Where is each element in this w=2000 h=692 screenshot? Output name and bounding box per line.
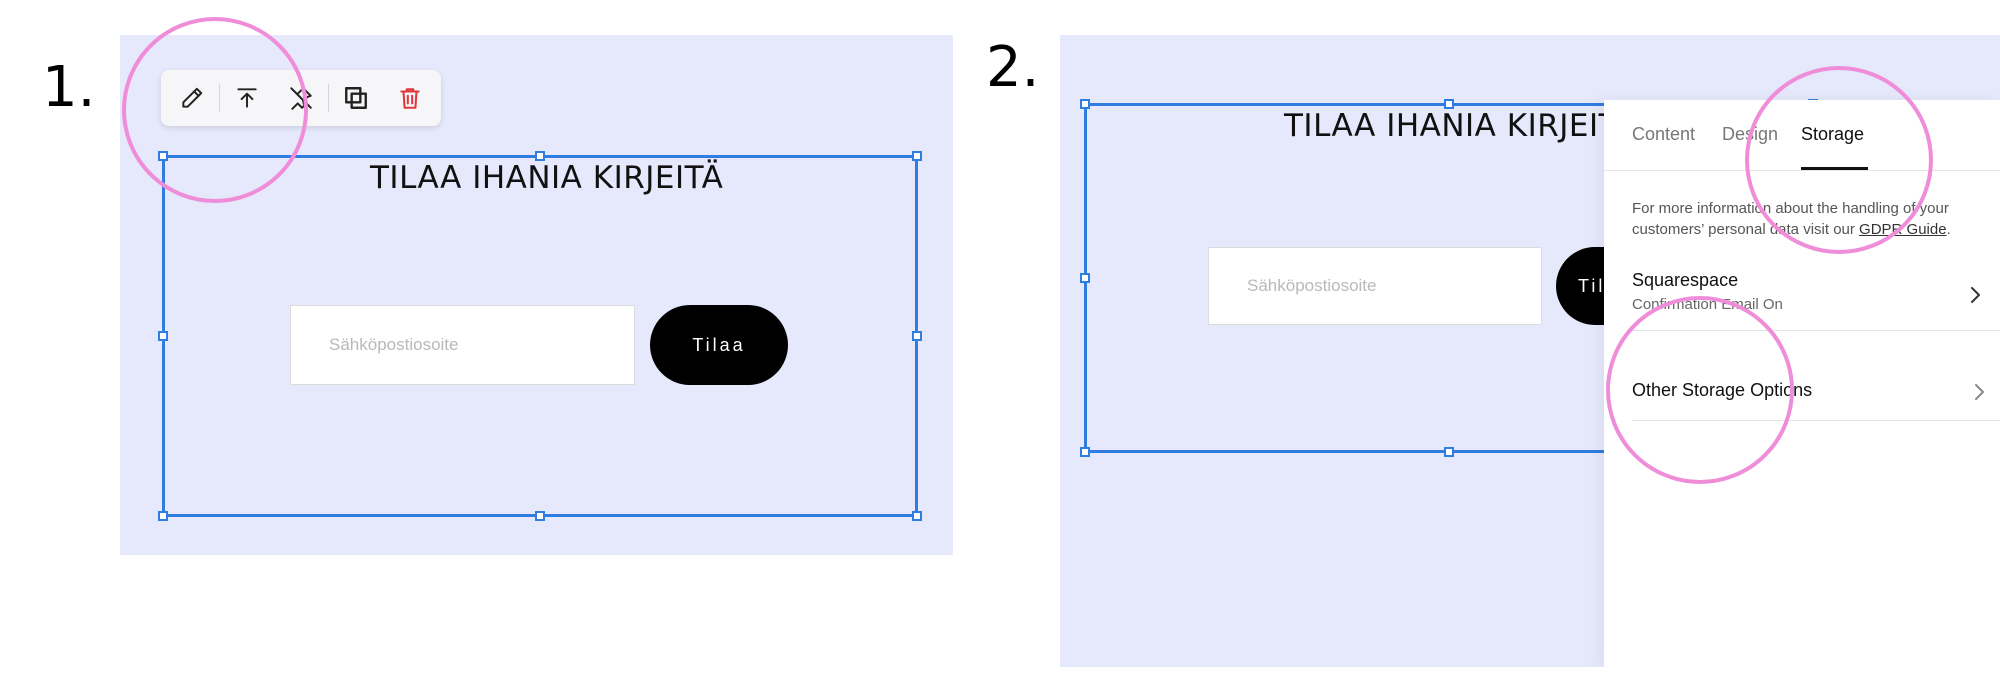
resize-handle[interactable]: [158, 151, 168, 161]
newsletter-title: TILAA IHANIA KIRJEITÄ: [1284, 108, 1638, 144]
gdpr-notice-text: For more information about the handling …: [1632, 200, 1949, 238]
duplicate-button[interactable]: [329, 71, 383, 125]
resize-handle[interactable]: [158, 331, 168, 341]
toolbar-divider: [328, 84, 329, 112]
storage-item-squarespace-title[interactable]: Squarespace: [1632, 270, 1739, 290]
chevron-right-icon[interactable]: [1968, 285, 1982, 305]
resize-handle[interactable]: [912, 151, 922, 161]
step-number-1: 1.: [42, 55, 96, 120]
storage-row-divider: [1632, 420, 2000, 421]
resize-handle[interactable]: [912, 511, 922, 521]
toolbar-divider: [219, 84, 220, 112]
storage-item-squarespace-subtitle: Confirmation Email On: [1632, 296, 1783, 313]
block-toolbar: [161, 70, 441, 126]
storage-item-other-title[interactable]: Other Storage Options: [1632, 380, 1813, 400]
resize-handle[interactable]: [535, 151, 545, 161]
tabs-divider: [1604, 170, 2000, 171]
editor-canvas-2: TILAA IHANIA KIRJEITÄ Sähköpostiosoite T…: [1060, 35, 2000, 667]
resize-handle[interactable]: [1444, 99, 1454, 109]
email-input[interactable]: Sähköpostiosoite: [1208, 247, 1542, 325]
resize-handle[interactable]: [1444, 447, 1454, 457]
gdpr-period: .: [1946, 221, 1951, 238]
delete-button[interactable]: [383, 71, 437, 125]
unpin-button[interactable]: [274, 71, 328, 125]
trash-icon: [400, 88, 420, 109]
storage-row-divider: [1632, 330, 2000, 331]
block-settings-panel: Content Design Storage For more informat…: [1604, 100, 2000, 667]
gdpr-notice: For more information about the handling …: [1632, 198, 1992, 240]
tab-storage[interactable]: Storage: [1801, 124, 1865, 144]
move-up-icon: [237, 88, 257, 108]
resize-handle[interactable]: [158, 511, 168, 521]
newsletter-title: TILAA IHANIA KIRJEITÄ: [370, 160, 724, 196]
duplicate-icon: [345, 87, 367, 109]
resize-handle[interactable]: [535, 511, 545, 521]
gdpr-guide-link[interactable]: GDPR Guide: [1859, 221, 1947, 238]
pencil-icon: [182, 87, 203, 108]
pin-off-icon: [290, 87, 312, 110]
resize-handle[interactable]: [1080, 99, 1090, 109]
resize-handle[interactable]: [1080, 447, 1090, 457]
email-input[interactable]: Sähköpostiosoite: [290, 305, 635, 385]
active-tab-indicator: [1801, 167, 1868, 170]
subscribe-button[interactable]: Tilaa: [650, 305, 788, 385]
resize-handle[interactable]: [912, 331, 922, 341]
tab-design[interactable]: Design: [1722, 124, 1779, 144]
move-to-top-button[interactable]: [220, 71, 274, 125]
edit-button[interactable]: [165, 71, 219, 125]
resize-handle[interactable]: [1080, 273, 1090, 283]
tab-content[interactable]: Content: [1632, 124, 1696, 144]
chevron-right-icon[interactable]: [1972, 382, 1986, 402]
editor-canvas-1: TILAA IHANIA KIRJEITÄ Sähköpostiosoite T…: [120, 35, 953, 555]
step-number-2: 2.: [986, 35, 1040, 100]
